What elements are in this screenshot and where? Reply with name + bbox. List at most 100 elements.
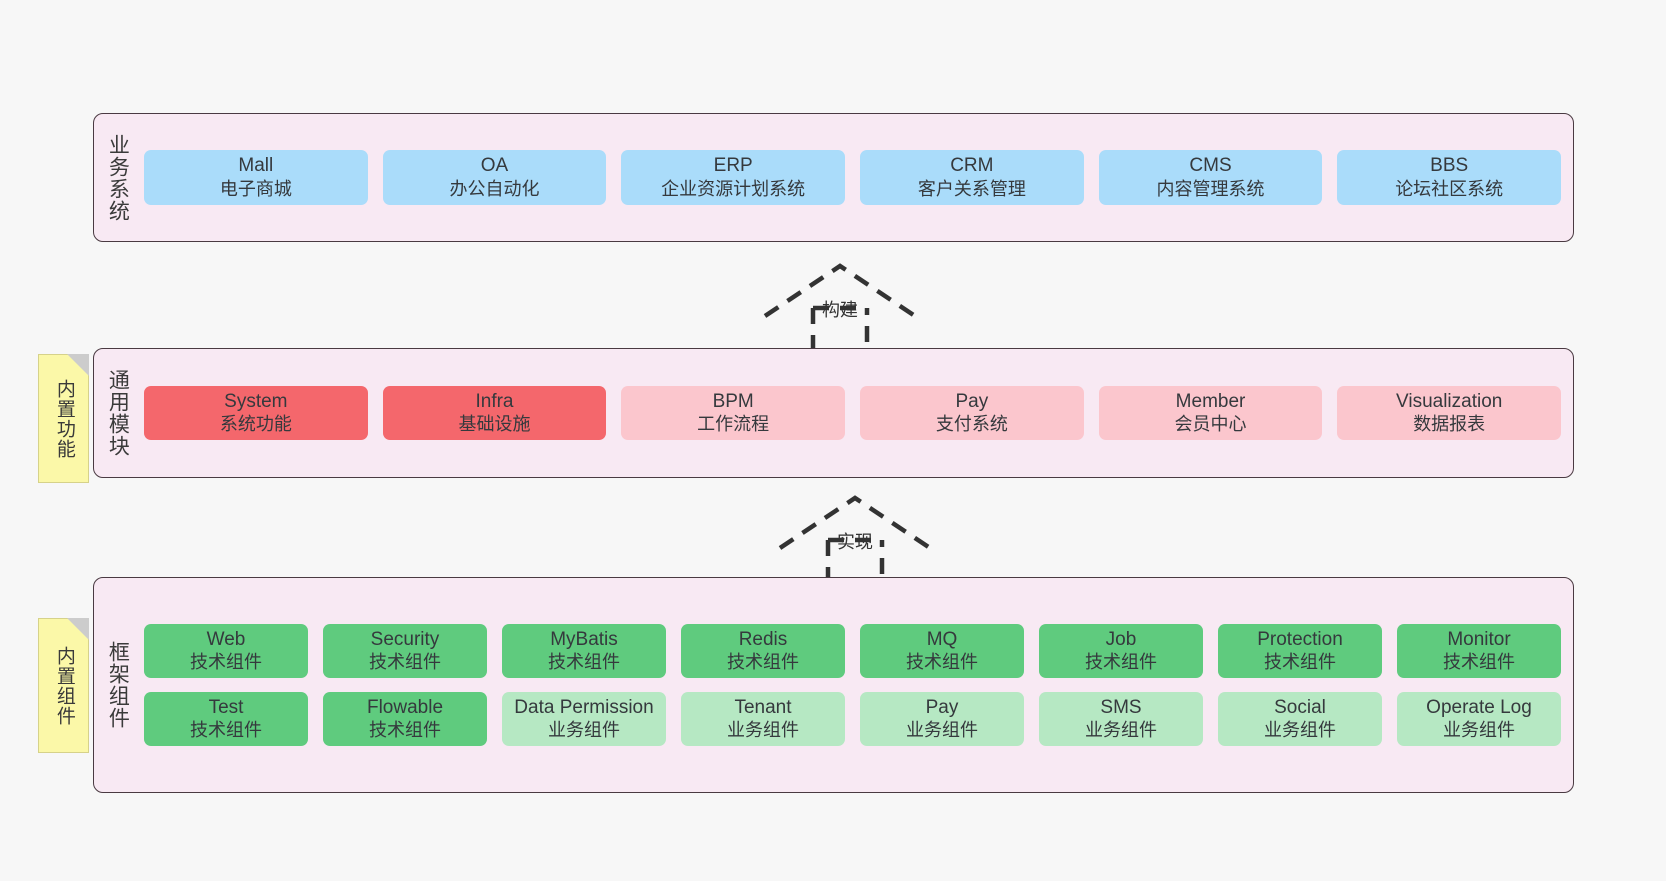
layer-label-framework-components: 框架组件: [106, 641, 130, 729]
node-subtitle: 业务组件: [1264, 720, 1336, 741]
node-subtitle: 系统功能: [219, 414, 292, 435]
node-subtitle: 业务组件: [727, 720, 799, 741]
node-subtitle: 内容管理系统: [1156, 178, 1265, 199]
node-system[interactable]: System 系统功能: [144, 385, 368, 441]
node-title: Visualization: [1396, 390, 1503, 412]
node-subtitle: 办公自动化: [449, 178, 540, 199]
layer-label-business-system: 业务系统: [106, 133, 130, 222]
layer-common-modules: 通用模块 System 系统功能 Infra 基础设施 BPM 工作流程 Pay…: [93, 348, 1574, 478]
node-social[interactable]: Social 业务组件: [1218, 692, 1382, 747]
node-title: Redis: [738, 628, 788, 650]
node-subtitle: 技术组件: [190, 651, 262, 672]
node-cms[interactable]: CMS 内容管理系统: [1098, 150, 1323, 205]
layer-framework-components: 框架组件 Web 技术组件 Security 技术组件 MyBatis 技术组件…: [93, 577, 1574, 793]
node-title: BPM: [712, 390, 754, 412]
node-subtitle: 电子商城: [219, 178, 292, 199]
node-mall[interactable]: Mall 电子商城: [144, 150, 368, 205]
node-title: Member: [1175, 390, 1246, 412]
node-tenant[interactable]: Tenant 业务组件: [681, 692, 845, 747]
node-infra[interactable]: Infra 基础设施: [382, 385, 607, 441]
node-title: Test: [208, 697, 244, 718]
node-subtitle: 技术组件: [727, 651, 799, 672]
note-builtin-function: 内置功能: [38, 354, 89, 483]
node-subtitle: 基础设施: [458, 414, 531, 435]
node-title: Job: [1105, 628, 1137, 650]
node-title: Protection: [1257, 628, 1343, 650]
node-subtitle: 客户关系管理: [917, 178, 1026, 199]
node-security[interactable]: Security 技术组件: [323, 623, 487, 678]
node-subtitle: 技术组件: [1085, 651, 1157, 672]
node-subtitle: 数据报表: [1413, 414, 1486, 435]
node-subtitle: 技术组件: [369, 720, 441, 741]
node-subtitle: 技术组件: [1264, 651, 1336, 672]
node-data-permission[interactable]: Data Permission 业务组件: [502, 692, 666, 747]
dashed-generalization-arrow-icon: [778, 495, 932, 586]
node-crm[interactable]: CRM 客户关系管理: [860, 150, 1084, 205]
node-subtitle: 业务组件: [1085, 720, 1157, 741]
node-redis[interactable]: Redis 技术组件: [681, 623, 845, 678]
connector-label-build: 构建: [822, 300, 858, 320]
layer-row: System 系统功能 Infra 基础设施 BPM 工作流程 Pay 支付系统…: [144, 385, 1562, 441]
node-subtitle: 业务组件: [906, 720, 978, 741]
node-visualization[interactable]: Visualization 数据报表: [1337, 385, 1562, 441]
connector-implement: 实现: [770, 490, 940, 586]
node-subtitle: 技术组件: [1443, 651, 1515, 672]
node-pay-module[interactable]: Pay 支付系统: [860, 385, 1084, 441]
node-title: Data Permission: [514, 697, 654, 718]
node-title: Web: [206, 628, 246, 650]
node-title: Mall: [238, 155, 274, 177]
node-flowable[interactable]: Flowable 技术组件: [323, 692, 487, 747]
layer-body-business-system: Mall 电子商城 OA 办公自动化 ERP 企业资源计划系统 CRM 客户关系…: [140, 114, 1573, 241]
node-title: OA: [480, 155, 509, 177]
node-subtitle: 技术组件: [369, 651, 441, 672]
node-mybatis[interactable]: MyBatis 技术组件: [502, 623, 666, 678]
layer-row: Web 技术组件 Security 技术组件 MyBatis 技术组件 Redi…: [144, 623, 1561, 678]
node-title: Monitor: [1447, 628, 1511, 650]
layer-body-framework-components: Web 技术组件 Security 技术组件 MyBatis 技术组件 Redi…: [140, 578, 1573, 792]
node-bpm[interactable]: BPM 工作流程: [621, 385, 846, 441]
node-subtitle: 论坛社区系统: [1395, 178, 1504, 199]
node-monitor[interactable]: Monitor 技术组件: [1397, 623, 1561, 678]
node-title: BBS: [1430, 155, 1469, 177]
dashed-generalization-arrow-icon: [763, 263, 917, 354]
node-subtitle: 业务组件: [1443, 720, 1515, 741]
node-title: Tenant: [734, 697, 792, 718]
node-sms[interactable]: SMS 业务组件: [1039, 692, 1203, 747]
node-subtitle: 技术组件: [548, 651, 620, 672]
node-title: Infra: [475, 390, 514, 412]
node-title: System: [224, 390, 288, 412]
node-pay-component[interactable]: Pay 业务组件: [860, 692, 1024, 747]
node-erp[interactable]: ERP 企业资源计划系统: [621, 150, 846, 205]
layer-row: Mall 电子商城 OA 办公自动化 ERP 企业资源计划系统 CRM 客户关系…: [144, 150, 1562, 205]
node-title: MQ: [926, 628, 958, 650]
node-protection[interactable]: Protection 技术组件: [1218, 623, 1382, 678]
node-title: Operate Log: [1426, 697, 1532, 718]
node-subtitle: 企业资源计划系统: [661, 178, 806, 199]
node-title: CRM: [950, 155, 994, 177]
note-builtin-component: 内置组件: [38, 618, 89, 753]
node-bbs[interactable]: BBS 论坛社区系统: [1337, 150, 1562, 205]
node-job[interactable]: Job 技术组件: [1039, 623, 1203, 678]
node-title: Pay: [925, 697, 959, 718]
node-title: ERP: [713, 155, 753, 177]
node-test[interactable]: Test 技术组件: [144, 692, 308, 747]
node-subtitle: 支付系统: [935, 414, 1008, 435]
node-web[interactable]: Web 技术组件: [144, 623, 308, 678]
layer-row: Test 技术组件 Flowable 技术组件 Data Permission …: [144, 692, 1561, 747]
node-title: Pay: [955, 390, 989, 412]
node-subtitle: 业务组件: [548, 720, 620, 741]
node-subtitle: 会员中心: [1174, 414, 1247, 435]
node-title: CMS: [1189, 155, 1232, 177]
layer-body-common-modules: System 系统功能 Infra 基础设施 BPM 工作流程 Pay 支付系统…: [140, 349, 1573, 477]
node-title: Social: [1274, 697, 1326, 718]
node-mq[interactable]: MQ 技术组件: [860, 623, 1024, 678]
node-subtitle: 工作流程: [697, 414, 770, 435]
node-oa[interactable]: OA 办公自动化: [382, 150, 607, 205]
node-subtitle: 技术组件: [906, 651, 978, 672]
node-title: Flowable: [366, 697, 444, 718]
node-operate-log[interactable]: Operate Log 业务组件: [1397, 692, 1561, 747]
node-subtitle: 技术组件: [190, 720, 262, 741]
connector-label-implement: 实现: [837, 532, 873, 552]
node-member[interactable]: Member 会员中心: [1098, 385, 1323, 441]
